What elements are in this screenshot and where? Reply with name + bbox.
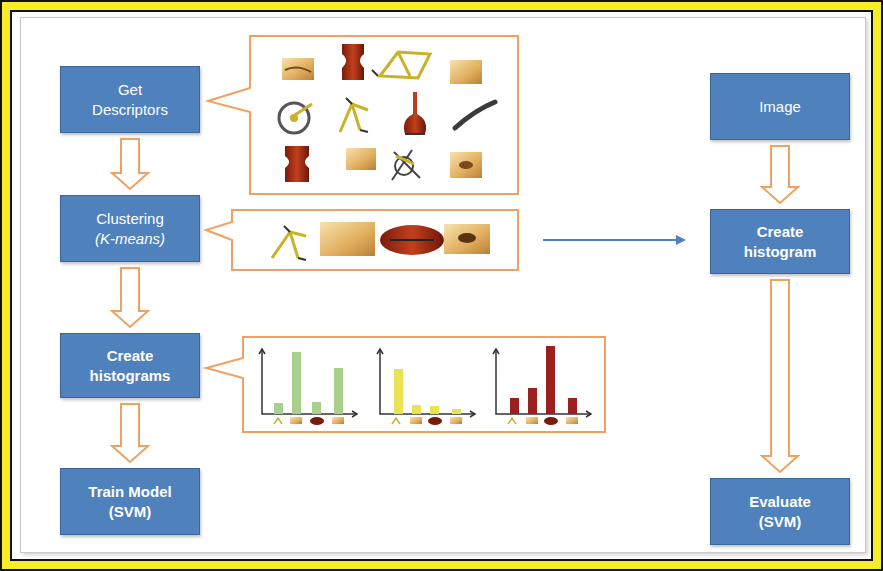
cluster-callout [206, 210, 518, 270]
box-label: Create histograms [81, 346, 179, 386]
histogram-callout [206, 337, 605, 432]
box-label: Create histogram [731, 222, 829, 262]
process-box: Evaluate (SVM) [710, 478, 850, 545]
process-box: Create histograms [60, 333, 200, 398]
process-box: Create histogram [710, 209, 850, 274]
descriptor-callout [208, 36, 518, 194]
input-box: Image [710, 73, 850, 140]
process-box: Clustering(K-means) [60, 195, 200, 262]
block-arrow [112, 268, 148, 327]
box-label: Clustering [96, 209, 164, 229]
box-label: Image [759, 97, 801, 117]
box-label: Train Model (SVM) [81, 482, 179, 522]
box-label: Evaluate (SVM) [731, 492, 829, 532]
process-box: Get Descriptors [60, 66, 200, 133]
box-label: Get Descriptors [81, 80, 179, 120]
block-arrow [112, 404, 148, 462]
block-arrow [762, 280, 798, 472]
process-box: Train Model (SVM) [60, 468, 200, 535]
block-arrow [112, 139, 148, 189]
box-label: (K-means) [95, 229, 165, 249]
block-arrow [762, 146, 798, 203]
vocabulary-arrow [543, 239, 684, 241]
